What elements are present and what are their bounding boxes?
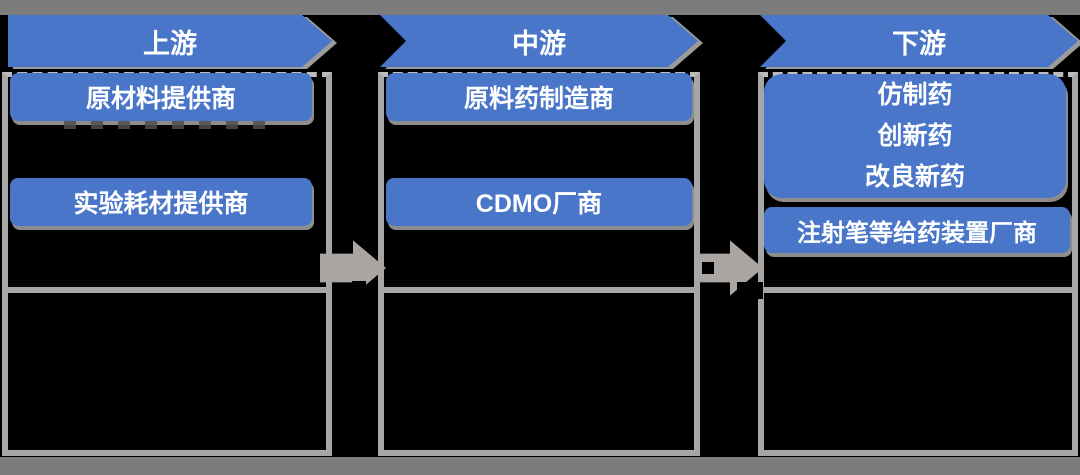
- box-delivery-device-manufacturer: 注射笔等给药装置厂商: [764, 207, 1070, 253]
- panel-divider: [8, 287, 326, 293]
- panel-divider: [384, 287, 694, 293]
- drug-type-line: 仿制药: [877, 80, 953, 109]
- stage-banner-label: 上游: [143, 28, 197, 59]
- stage-banner-upstream: 上游: [8, 15, 332, 67]
- drug-type-line: 改良新药: [864, 162, 965, 191]
- stage-banner-midstream: 中游: [380, 15, 698, 67]
- background-occlusion: [702, 262, 714, 274]
- box-lab-consumables-supplier: 实验耗材提供商: [10, 178, 312, 226]
- arrow-banner-shape: 下游: [760, 15, 1078, 67]
- box-cdmo-manufacturer: CDMO厂商: [386, 178, 692, 226]
- arrow-banner-shape: 上游: [8, 15, 332, 67]
- stage-panel-upstream: [2, 72, 332, 456]
- box-label: 实验耗材提供商: [73, 190, 249, 218]
- stage-banner-label: 中游: [512, 28, 566, 59]
- box-label: 注射笔等给药装置厂商: [797, 219, 1037, 247]
- stage-banner-downstream: 下游: [760, 15, 1078, 67]
- box-label: 原料药制造商: [463, 85, 614, 113]
- box-label: CDMO厂商: [475, 190, 603, 218]
- box-api-manufacturer: 原料药制造商: [386, 73, 692, 121]
- panel-divider: [764, 287, 1072, 293]
- stage-panel-midstream: [378, 72, 700, 456]
- arrow-banner-shape: 中游: [380, 15, 698, 67]
- bottom-gray-bar: [0, 457, 1080, 475]
- box-label: 原材料提供商: [85, 85, 236, 113]
- box-raw-material-supplier: 原材料提供商: [10, 73, 312, 121]
- background-occlusion: [352, 281, 366, 298]
- top-gray-bar: [0, 0, 1080, 15]
- stage-banner-label: 下游: [892, 28, 946, 59]
- box-drug-types: 仿制药 创新药 改良新药: [764, 74, 1066, 198]
- obscured-text-remnant: [64, 121, 276, 129]
- drug-type-line: 创新药: [877, 121, 953, 150]
- background-occlusion: [737, 282, 763, 299]
